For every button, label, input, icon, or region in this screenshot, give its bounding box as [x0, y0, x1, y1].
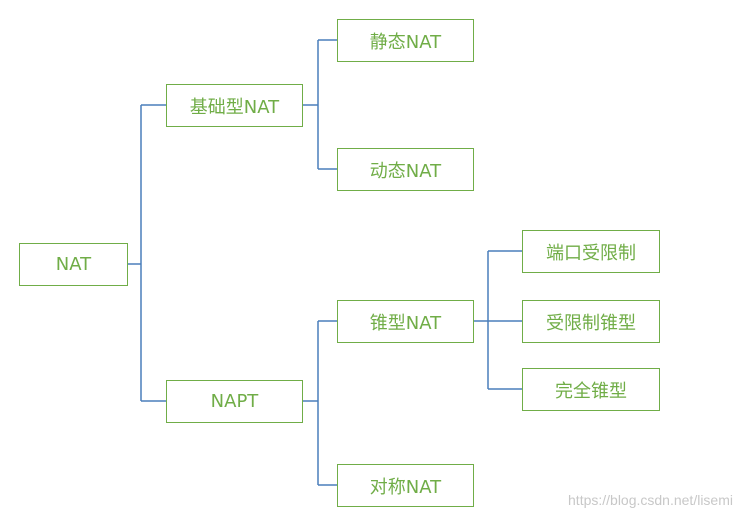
- node-symmetric-nat: 对称NAT: [337, 464, 474, 507]
- watermark-text: https://blog.csdn.net/lisemi: [568, 492, 733, 508]
- node-cone-nat: 锥型NAT: [337, 300, 474, 343]
- node-nat: NAT: [19, 243, 128, 286]
- node-static-nat: 静态NAT: [337, 19, 474, 62]
- node-port-restricted-cone: 端口受限制: [522, 230, 660, 273]
- node-full-cone: 完全锥型: [522, 368, 660, 411]
- node-dynamic-nat: 动态NAT: [337, 148, 474, 191]
- node-basic-nat: 基础型NAT: [166, 84, 303, 127]
- node-restricted-cone: 受限制锥型: [522, 300, 660, 343]
- node-napt: NAPT: [166, 380, 303, 423]
